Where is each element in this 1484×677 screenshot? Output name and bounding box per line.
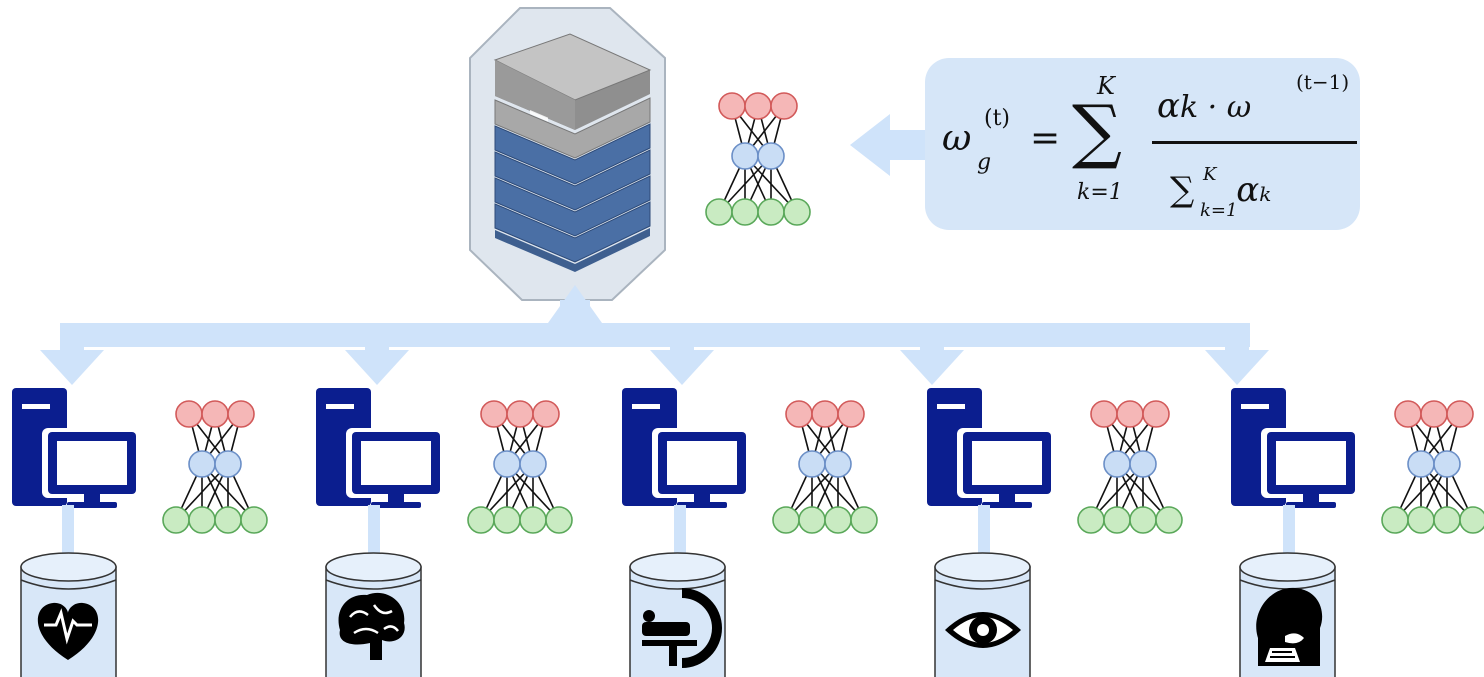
server-icon [469,7,666,301]
nn-icon [1381,400,1484,534]
numerator-alpha: α [1157,86,1180,126]
denominator-sum: ∑ [1170,170,1195,210]
client-2 [316,388,573,677]
distribution-arrows [40,285,1269,385]
formula-numerator: αk · ω [1157,86,1251,126]
mri-scanner-icon [642,588,722,668]
aggregation-arrow [850,114,925,176]
formula-lhs: ω [942,118,972,159]
client-5 [1231,388,1484,677]
computer-icon [622,388,752,508]
formula-denominator-lower: k=1 [1200,200,1238,221]
computer-icon [316,388,446,508]
formula-lhs-subscript: g [977,150,992,175]
formula-sum-lower: k=1 [1077,180,1123,205]
formula-equals: = [1030,118,1061,159]
computer-icon [927,388,1057,508]
nn-icon [772,400,878,534]
formula-box [925,58,1360,230]
fraction-bar [1152,141,1357,144]
dental-head-icon [1256,587,1323,666]
denominator-sub: k [1259,182,1272,206]
numerator-rest: k · ω [1179,90,1252,125]
formula-sum: ∑ [1072,90,1122,172]
nn-icon [162,400,268,534]
client-3 [622,388,878,677]
computer-icon [12,388,142,508]
formula-lhs-superscript: (t) [984,106,1011,131]
formula-sum-upper: K [1097,72,1115,100]
formula-denominator: ∑ αk [1170,170,1271,210]
client-1 [12,388,268,677]
nn-icon [1077,400,1183,534]
global-model-icon [705,92,811,226]
computer-icon [1231,388,1361,508]
formula-denominator-upper: K [1203,164,1217,185]
formula-numerator-superscript: (t−1) [1296,70,1350,94]
brain-icon [338,592,405,660]
denominator-alpha: α [1236,170,1260,210]
client-4 [927,388,1183,677]
heart-ecg-icon [37,602,99,660]
eye-icon [945,612,1021,648]
nn-icon [467,400,573,534]
